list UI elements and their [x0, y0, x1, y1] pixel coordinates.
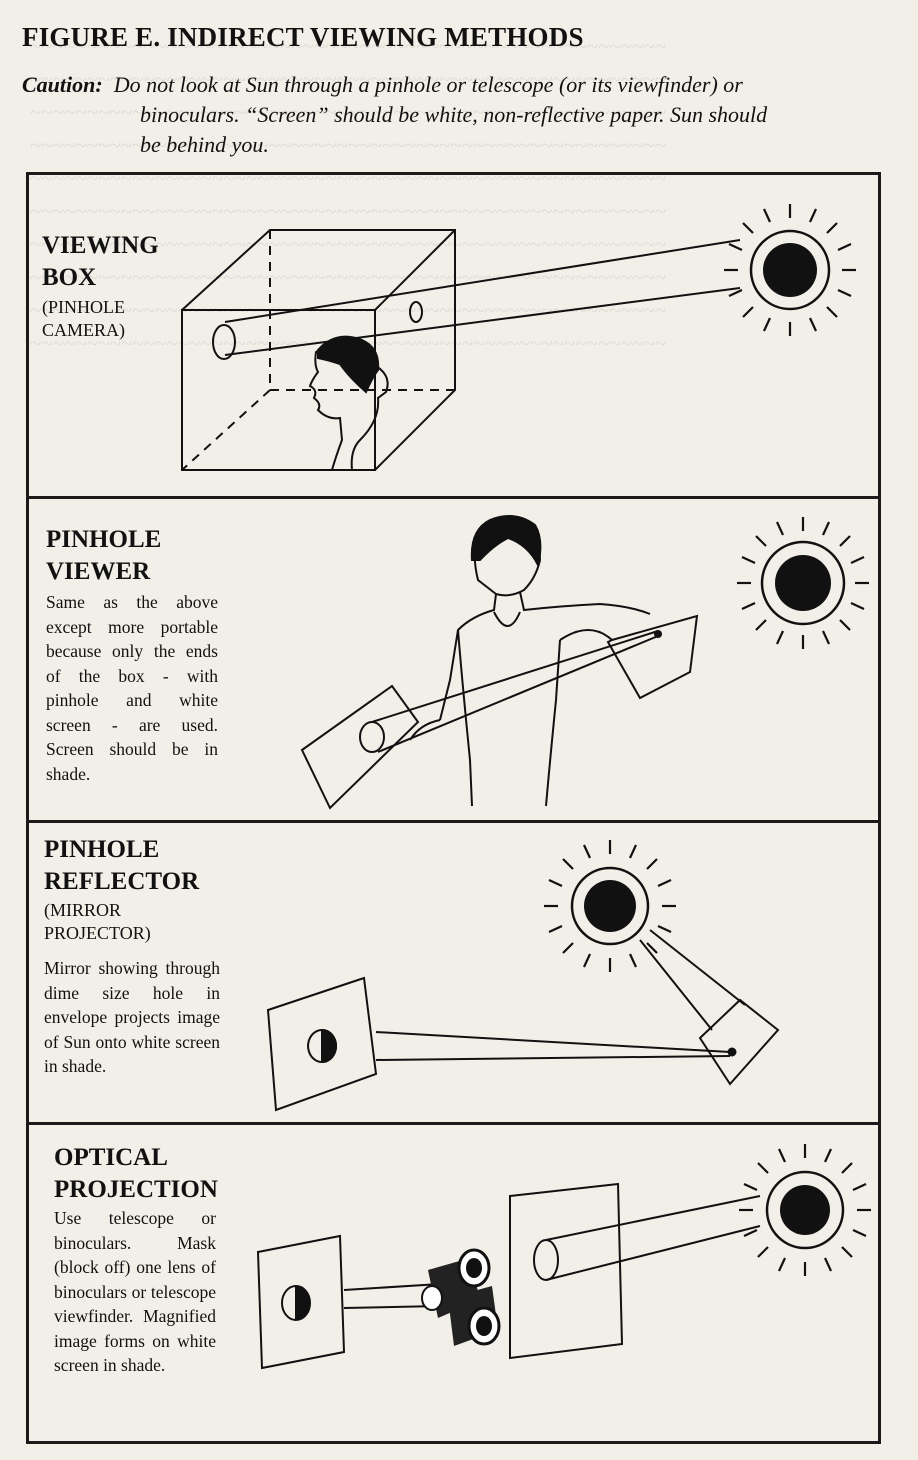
white-screen — [256, 1234, 346, 1370]
panel-pinhole-viewer-title: PINHOLE VIEWER — [46, 524, 161, 588]
panel-pinhole-reflector-title-line1: PINHOLE — [44, 836, 160, 863]
white-screen — [509, 1182, 624, 1360]
panel-viewing-box-title-line1: VIEWING — [42, 232, 159, 259]
caution-label: Caution: — [22, 72, 103, 97]
panel-pinhole-viewer-title-line1: PINHOLE — [46, 526, 162, 553]
panel-viewing-box-subtitle: (PINHOLE CAMERA) — [42, 296, 125, 342]
sun-3 — [542, 838, 678, 974]
sun-2 — [735, 515, 871, 651]
panel-divider-1 — [26, 496, 881, 499]
white-screen — [300, 684, 420, 810]
person-body — [439, 591, 651, 807]
caution-note: Caution: Do not look at Sun through a pi… — [22, 70, 902, 160]
caution-line-3: be behind you. — [140, 132, 269, 157]
panel-optical-projection-title: OPTICAL PROJECTION — [54, 1142, 218, 1206]
figure-frame — [26, 172, 881, 1444]
sun-image — [295, 1284, 311, 1322]
light-ray — [224, 239, 741, 323]
person-head — [308, 340, 389, 471]
light-ray — [224, 287, 741, 356]
sun-4 — [737, 1142, 873, 1278]
panel-optical-projection-description: Use telescope or binoculars. Mask (block… — [54, 1208, 216, 1375]
binoculars-icon — [421, 1248, 501, 1346]
panel-pinhole-reflector-title-line2: REFLECTOR — [44, 868, 200, 895]
panel-viewing-box-subtitle-line1: (PINHOLE — [42, 297, 125, 317]
sun-image — [359, 721, 385, 753]
sun-1 — [722, 202, 858, 338]
panel-pinhole-reflector-subtitle-line1: (MIRROR — [44, 900, 122, 920]
caution-line-2: binoculars. “Screen” should be white, no… — [140, 102, 768, 127]
panel-optical-projection-title-line2: PROJECTION — [54, 1176, 218, 1203]
pinhole-card — [606, 614, 699, 700]
sun-image — [212, 324, 236, 360]
panel-divider-3 — [26, 1122, 881, 1125]
panel-optical-projection-title-line1: OPTICAL — [54, 1144, 168, 1171]
panel-divider-2 — [26, 820, 881, 823]
panel-viewing-box-title-line2: BOX — [42, 264, 97, 291]
panel-viewing-box-title: VIEWING BOX — [42, 230, 159, 294]
panel-pinhole-viewer-title-line2: VIEWER — [46, 558, 151, 585]
sun-image — [321, 1028, 337, 1064]
panel-pinhole-reflector-subtitle-line2: PROJECTOR) — [44, 923, 151, 943]
figure-title: FIGURE E. INDIRECT VIEWING METHODS — [22, 22, 584, 52]
panel-pinhole-reflector-subtitle: (MIRROR PROJECTOR) — [44, 899, 151, 945]
panel-viewing-box-subtitle-line2: CAMERA) — [42, 320, 126, 340]
panel-pinhole-reflector-title: PINHOLE REFLECTOR — [44, 834, 199, 898]
mirror-envelope — [698, 998, 780, 1086]
panel-pinhole-reflector-description: Mirror showing through dime size hole in… — [44, 958, 220, 1076]
caution-line-1: Do not look at Sun through a pinhole or … — [113, 72, 743, 97]
white-screen — [266, 976, 378, 1112]
pinhole — [409, 301, 423, 323]
panel-pinhole-viewer-description: Same as the above except more portable b… — [46, 592, 218, 784]
sun-image — [533, 1239, 559, 1281]
